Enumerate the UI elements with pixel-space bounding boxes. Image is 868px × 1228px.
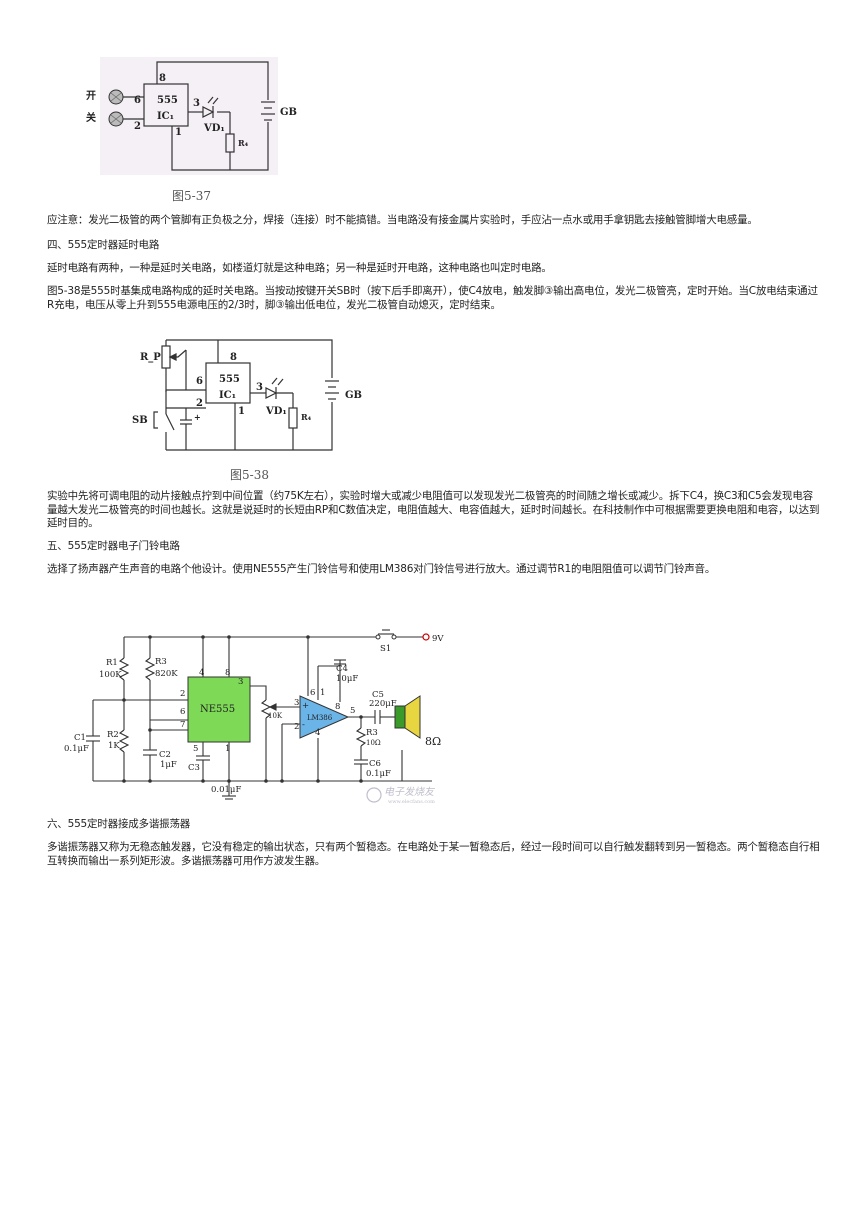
fig1-pin6: 6 <box>134 95 141 106</box>
ne555-pin2: 2 <box>180 689 185 699</box>
fig2-sb-label: SB <box>132 415 148 426</box>
fig1-vd-label: VD₁ <box>203 123 225 134</box>
ne555-pin7: 7 <box>180 720 185 730</box>
speaker <box>394 695 421 739</box>
fig2-r-label: R₄ <box>301 412 312 422</box>
lm386-pin1: 1 <box>320 688 325 698</box>
c3-value: 0.01μF <box>211 785 241 795</box>
c1-value: 0.1μF <box>64 744 89 754</box>
fig2-chip-ic: IC₁ <box>219 390 236 401</box>
lm386-minus: - <box>302 720 305 730</box>
lm386-plus: + <box>302 701 309 711</box>
c3-label: C3 <box>188 763 200 773</box>
lm386-pin4: 4 <box>315 728 320 738</box>
fig2-plus: + <box>194 412 201 422</box>
lm386-pin3: 3 <box>294 698 299 708</box>
c4-label: C4 <box>336 664 348 674</box>
figure-5-38-schematic: R_P SB 8 6 2 3 1 555 IC₁ VD₁ R₄ GB + <box>132 339 362 451</box>
r1-value: 100K <box>99 670 122 680</box>
fig2-pin2: 2 <box>196 398 203 409</box>
r1-label: R1 <box>106 658 118 668</box>
fig2-chip-label: 555 <box>219 374 240 385</box>
r2-label: R2 <box>107 730 119 740</box>
paragraph-delay-types: 延时电路有两种，一种是延时关电路，如楼道灯就是这种电路；另一种是延时开电路，这种… <box>47 262 552 274</box>
c6-label: C6 <box>369 759 381 769</box>
fig1-chip-ic: IC₁ <box>157 111 174 122</box>
fig2-pin3: 3 <box>256 382 263 393</box>
fig1-label-kai: 开 <box>86 90 96 102</box>
figure-5-37-caption: 图5-37 <box>172 189 211 203</box>
ne555-chip <box>187 676 251 743</box>
fig1-pin2: 2 <box>134 121 141 132</box>
c2-value: 1μF <box>160 760 177 770</box>
r2-value: 1K <box>108 741 120 751</box>
c6-value: 0.1μF <box>366 769 391 779</box>
figure-5-38-caption: 图5-38 <box>230 468 269 482</box>
ne555-label: NE555 <box>200 704 235 715</box>
ne555-pin5: 5 <box>193 744 198 754</box>
c5-label: C5 <box>372 690 384 700</box>
svg-text:www.elecfans.com: www.elecfans.com <box>388 799 435 805</box>
fig2-pin8: 8 <box>230 352 237 363</box>
ne555-pin1: 1 <box>225 744 230 754</box>
figure-5-37-background <box>100 57 278 175</box>
ne555-pin4: 4 <box>199 668 204 678</box>
paragraph-experiment: 实验中先将可调电阻的动片接触点拧到中间位置（约75K左右），实验时增大或减少电阻… <box>47 490 820 529</box>
figure-5-37-schematic: 开 关 8 6 2 3 1 555 IC₁ VD₁ R₄ GB <box>86 61 297 171</box>
heading-delay-circuit: 四、555定时器延时电路 <box>47 239 160 251</box>
lm386-amplifier <box>299 695 350 739</box>
r3-label: R3 <box>155 657 167 667</box>
fig1-chip-label: 555 <box>157 95 178 106</box>
lm386-pin8: 8 <box>335 702 340 712</box>
supply-label: 9V <box>432 634 444 644</box>
svg-text:电子发烧友: 电子发烧友 <box>384 786 436 798</box>
c5-value: 220μF <box>369 699 397 709</box>
c1-label: C1 <box>74 733 86 743</box>
fig2-rp-label: R_P <box>140 352 161 363</box>
paragraph-fig-5-38-desc: 图5-38是555时基集成电路构成的延时关电路。当按动按键开关SB时（按下后手即… <box>47 285 818 311</box>
lm386-pin6: 6 <box>310 688 315 698</box>
lm386-pin2: 2 <box>294 722 299 732</box>
fig2-vd-label: VD₁ <box>265 406 287 417</box>
pot-value: 10K <box>268 712 283 720</box>
paragraph-doorbell: 选择了扬声器产生声音的电路个他设计。使用NE555产生门铃信号和使用LM386对… <box>47 563 716 575</box>
fig1-label-guan: 关 <box>86 111 96 124</box>
fig1-pin1: 1 <box>175 127 182 138</box>
lm386-label: LM386 <box>307 714 333 722</box>
c2-label: C2 <box>159 750 171 760</box>
supply-terminal <box>422 633 430 641</box>
fig1-pin3: 3 <box>193 98 200 109</box>
s1-label: S1 <box>380 644 391 654</box>
fig2-pin1: 1 <box>238 406 245 417</box>
ne555-pin6: 6 <box>180 707 185 717</box>
fig2-pin6: 6 <box>196 376 203 387</box>
paragraph-multivibrator: 多谐振荡器又称为无稳态触发器，它没有稳定的输出状态，只有两个暂稳态。在电路处于某… <box>47 841 820 867</box>
heading-multivibrator: 六、555定时器接成多谐振荡器 <box>47 818 191 830</box>
r3-value: 820K <box>155 669 178 679</box>
speaker-label: 8Ω <box>425 735 441 748</box>
r3b-value: 10Ω <box>366 739 381 747</box>
heading-doorbell: 五、555定时器电子门铃电路 <box>47 540 180 552</box>
elecfans-watermark: 电子发烧友 www.elecfans.com <box>366 786 436 805</box>
fig1-r-label: R₄ <box>238 138 249 148</box>
doorbell-schematic: R1 100K R3 820K R2 1K C1 0.1μF C2 1μF C3… <box>64 629 444 805</box>
lm386-pin5: 5 <box>350 706 355 716</box>
ne555-pin8: 8 <box>225 668 230 678</box>
touch-plates <box>108 89 124 127</box>
fig2-gb-label: GB <box>345 390 362 401</box>
fig1-pin8: 8 <box>159 73 166 84</box>
c4-value: 10μF <box>336 674 358 684</box>
paragraph-led-note: 应注意：发光二极管的两个管脚有正负极之分，焊接（连接）时不能搞错。当电路没有接金… <box>47 214 758 226</box>
fig1-gb-label: GB <box>280 107 297 118</box>
ne555-pin3: 3 <box>238 677 243 687</box>
r3b-label: R3 <box>366 728 378 738</box>
